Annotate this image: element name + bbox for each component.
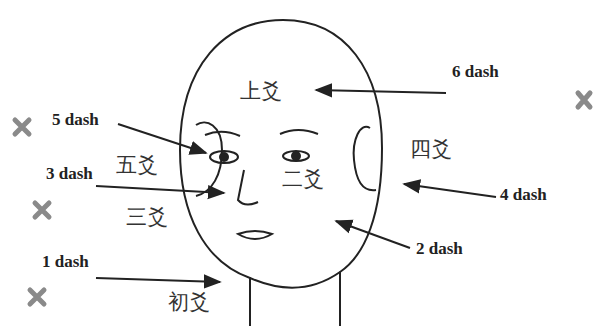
yao-label: 上爻 <box>240 80 282 103</box>
yao-label: 二爻 <box>282 168 324 191</box>
left-pupil <box>219 152 229 162</box>
yao-label: 五爻 <box>116 154 158 177</box>
callout-label: 2 dash <box>416 240 463 259</box>
callout-label: 5 dash <box>52 111 99 130</box>
x-mark <box>578 93 590 107</box>
leader-line <box>96 278 220 282</box>
mouth <box>238 231 272 239</box>
leader-line <box>316 90 446 93</box>
callout-label: 3 dash <box>46 165 93 184</box>
yao-label: 三爻 <box>126 206 168 229</box>
left-brow <box>205 132 240 136</box>
yao-label: 初爻 <box>168 291 210 314</box>
head-outline <box>180 20 382 326</box>
leader-line <box>336 221 410 248</box>
callout-label: 4 dash <box>500 186 547 205</box>
callout-label: 6 dash <box>452 63 499 82</box>
x-mark <box>35 203 49 217</box>
right-eye <box>283 151 309 161</box>
right-pupil <box>291 151 301 161</box>
right-brow <box>280 130 318 134</box>
jaw-line <box>250 272 340 288</box>
leader-line <box>118 124 206 153</box>
left-eye <box>210 151 238 163</box>
x-mark <box>30 290 44 304</box>
leader-line <box>96 186 224 193</box>
yao-label: 四爻 <box>410 138 452 161</box>
callout-label: 1 dash <box>42 253 89 272</box>
x-mark <box>15 120 29 134</box>
right-ear <box>354 127 376 190</box>
leader-line <box>404 184 496 197</box>
nose <box>238 170 258 205</box>
